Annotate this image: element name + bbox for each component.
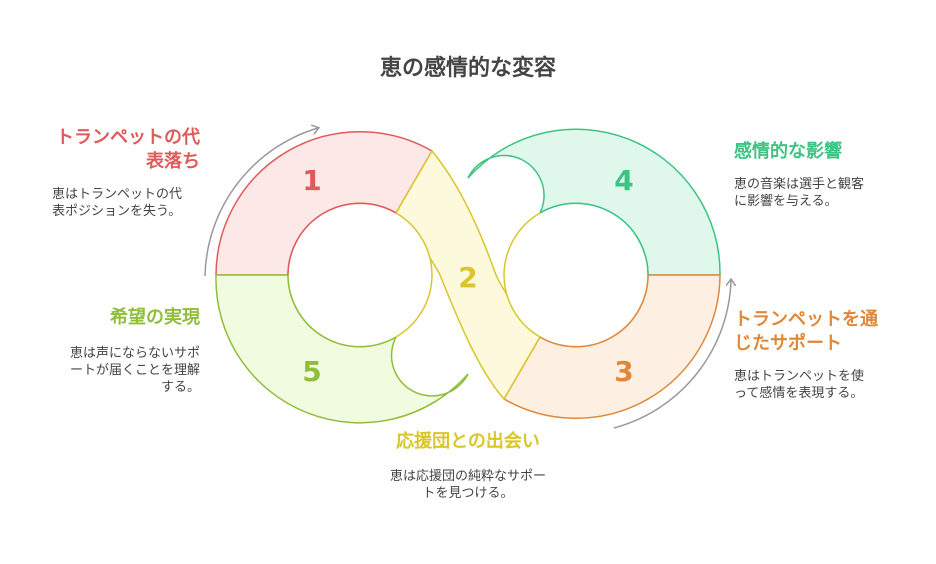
stage-4-desc-line: 恵の音楽は選手と観客: [734, 177, 865, 192]
stage-3-heading-line: じたサポート: [734, 333, 842, 354]
segment-5-number: 5: [302, 355, 321, 388]
stage-3-heading-line: トランペットを通: [734, 309, 878, 330]
stage-3-desc-line: 恵はトランペットを使: [734, 369, 865, 384]
left-hole: [288, 203, 432, 347]
stage-5-desc-line: ートが届くことを理解: [69, 363, 200, 378]
stage-1-heading: トランペットの代 表落ち: [20, 126, 200, 174]
segment-1-number: 1: [302, 164, 321, 197]
flow-arrow-bottom-right: [613, 280, 731, 429]
stage-2-desc-line: トを見つける。: [422, 486, 514, 501]
right-hole: [504, 203, 648, 347]
stage-5-heading: 希望の実現: [40, 306, 200, 330]
stage-5-desc-line: する。: [160, 380, 200, 395]
stage-3-desc-line: って感情を表現する。: [734, 386, 864, 401]
stage-5-heading-line: 希望の実現: [110, 307, 200, 328]
stage-3-description: 恵はトランペットを使 って感情を表現する。: [734, 368, 914, 402]
stage-4-heading: 感情的な影響: [734, 140, 924, 164]
stage-3-heading: トランペットを通 じたサポート: [734, 308, 924, 356]
flow-arrow-top-left: [204, 128, 318, 277]
stage-1-desc-line: 表ポジションを失う。: [52, 204, 182, 219]
stage-1-desc-line: 恵はトランペットの代: [52, 187, 183, 202]
stage-5-description: 恵は声にならないサポ ートが届くことを理解 する。: [40, 345, 200, 396]
stage-5-desc-line: 恵は声にならないサポ: [69, 346, 200, 361]
segment-2-number: 2: [458, 261, 477, 294]
stage-2-heading-line: 応援団との出会い: [396, 431, 540, 452]
stage-1-heading-line: トランペットの代: [56, 127, 200, 148]
stage-1-heading-line: 表落ち: [146, 151, 200, 172]
stage-2-desc-line: 恵は応援団の純粋なサポー: [389, 469, 546, 484]
stage-4-desc-line: に影響を与える。: [734, 194, 838, 209]
stage-4-heading-line: 感情的な影響: [734, 141, 842, 162]
stage-4-description: 恵の音楽は選手と観客 に影響を与える。: [734, 176, 914, 210]
segment-3-number: 3: [614, 355, 633, 388]
segment-4-number: 4: [614, 164, 633, 197]
stage-2-description: 恵は応援団の純粋なサポー トを見つける。: [348, 468, 588, 502]
stage-1-description: 恵はトランペットの代 表ポジションを失う。: [52, 186, 202, 220]
page-title: 恵の感情的な変容: [379, 56, 556, 81]
stage-2-heading: 応援団との出会い: [348, 430, 588, 454]
